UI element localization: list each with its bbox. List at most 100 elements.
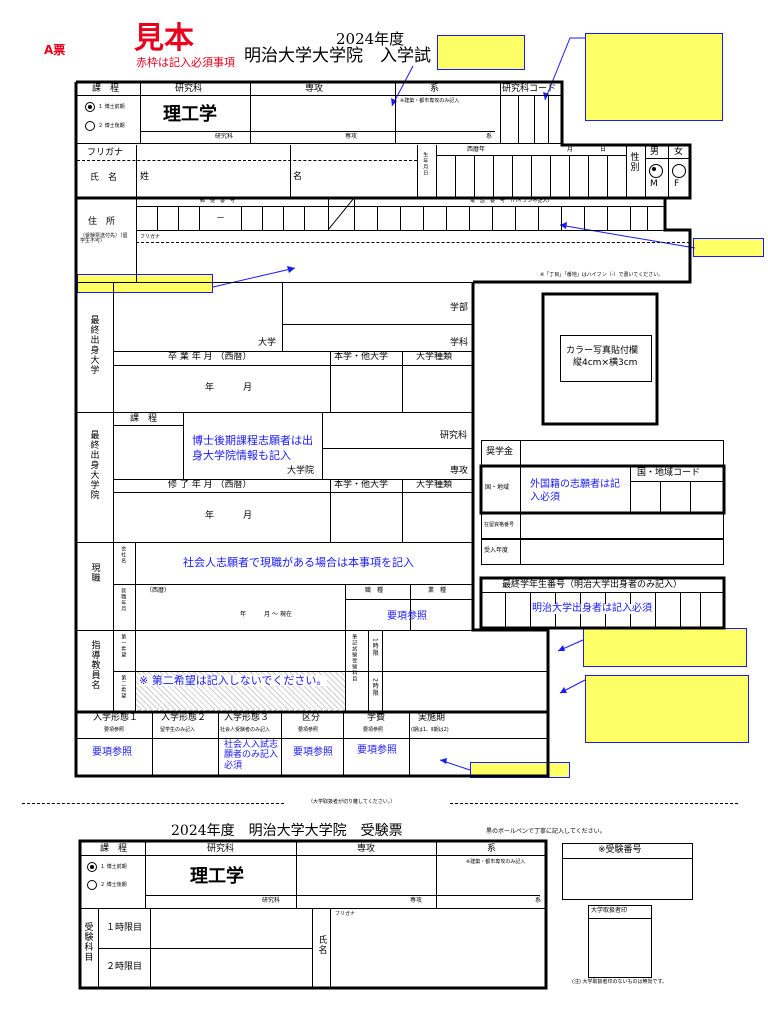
grad-major: 専攻 bbox=[450, 466, 469, 476]
univ-dept: 学科 bbox=[450, 338, 469, 348]
photo-box bbox=[560, 335, 652, 382]
univ-label: 最終出身大学 bbox=[88, 315, 99, 375]
ticket-p1: １時限目 bbox=[106, 923, 143, 933]
grad-kenkyuka: 研究科 bbox=[440, 431, 468, 441]
ticket-radio-master[interactable] bbox=[87, 862, 97, 872]
graduate-value[interactable]: 理工学 bbox=[163, 104, 217, 125]
header-code: 研究科コード bbox=[502, 84, 557, 94]
job-company: 会社名 bbox=[120, 546, 127, 564]
postal-phone-divider bbox=[328, 198, 354, 230]
bottom-s6: (期は1、Ⅱ期は2) bbox=[411, 727, 449, 733]
bottom-h1: 入学形態１ bbox=[93, 713, 139, 723]
exam-p2: 2時限 bbox=[371, 678, 379, 697]
seal-box bbox=[588, 905, 652, 978]
scholar-label: 奨学金 bbox=[486, 447, 514, 457]
bottom-v3: 社会人入試志願者のみ記入必須 bbox=[224, 740, 279, 771]
advisor-note: ※ 第二希望は記入しないでください。 bbox=[139, 674, 328, 687]
job-seireki: （西暦） bbox=[146, 587, 171, 594]
bottom-s5: 要項参照 bbox=[363, 727, 384, 733]
cut-note: （大学取扱者が切り離してください。） bbox=[308, 799, 396, 805]
birth-month-label: 月 bbox=[567, 146, 574, 153]
univ-month: 月 bbox=[243, 383, 253, 393]
bottom-s3: 社会人受験者のみ記入 bbox=[220, 727, 271, 733]
univ-grad-ym: 卒 業 年 月 （西暦） bbox=[168, 352, 252, 362]
sex-radio-male[interactable] bbox=[649, 164, 663, 178]
job-business: 業 種 bbox=[428, 587, 447, 594]
advisor-first: 第一希望 bbox=[120, 634, 127, 658]
job-position: 職 種 bbox=[365, 587, 384, 594]
bottom-s2: 留学生のみ記入 bbox=[160, 727, 196, 733]
visa-label: 在留資格番号 bbox=[484, 522, 515, 528]
visa-row bbox=[481, 513, 724, 539]
bottom-s1: 要項参照 bbox=[104, 727, 125, 733]
furigana-label: フリガナ bbox=[87, 148, 124, 158]
name-label: 氏 名 bbox=[90, 173, 118, 183]
ticket-opt1: １ 博士前期 bbox=[100, 864, 127, 870]
grad-label: 最終出身大学院 bbox=[88, 430, 99, 500]
grad-course: 課 程 bbox=[130, 414, 158, 424]
job-note: 社会人志願者で現職がある場合は本事項を記入 bbox=[183, 556, 414, 569]
postal-dash: － bbox=[216, 214, 226, 224]
grad-own-other: 本学・他大学 bbox=[334, 480, 389, 490]
photo-line1: カラー写真貼付欄 bbox=[566, 346, 639, 356]
univ-daigaku: 大学 bbox=[258, 338, 277, 348]
major-note: ※建築・都市専攻のみ記入 bbox=[400, 98, 460, 104]
birth-label: 生年月日 bbox=[422, 152, 429, 176]
bottom-v5: 要項参照 bbox=[357, 745, 397, 756]
ticket-course: 課 程 bbox=[100, 844, 128, 854]
scholarship-row bbox=[481, 440, 724, 466]
photo-line2: 縦4cm×横3cm bbox=[573, 358, 638, 368]
form-title: 明治大学大学院 入学試 bbox=[244, 46, 431, 66]
ticket-exam-label: 受験科目 bbox=[82, 922, 93, 962]
course-opt2: ２ 博士後期 bbox=[98, 123, 125, 129]
foreign-note: 外国籍の志願者は記入必須 bbox=[530, 479, 620, 503]
birth-day-label: 日 bbox=[600, 146, 607, 153]
grad-comp-ym: 修 了 年 月 （西暦） bbox=[168, 480, 252, 490]
address-note: ※「丁目」「番地」はハイフン（-）で書いてください。 bbox=[540, 272, 664, 278]
ticket-radio-doctor[interactable] bbox=[87, 880, 97, 890]
grad-note: 博士後期課程志願者は出身大学院情報も記入 bbox=[192, 434, 313, 462]
student-no-note: 明治大学出身者は記入必須 bbox=[532, 603, 652, 614]
ticket-sub-series: 系 bbox=[535, 897, 542, 904]
job-period: 就職年月 bbox=[120, 588, 127, 612]
exam-number-label: ※受験番号 bbox=[598, 845, 642, 855]
job-ref: 要項参照 bbox=[387, 611, 427, 622]
bottom-s4: 要項参照 bbox=[298, 727, 319, 733]
ticket-major-note: ※建築・都市専攻のみ記入 bbox=[466, 859, 526, 865]
ticket-graduate-value[interactable]: 理工学 bbox=[190, 866, 244, 887]
sub-series: 系 bbox=[486, 133, 493, 140]
country-code-label: 国・地域コード bbox=[637, 468, 701, 478]
ticket-series: 系 bbox=[487, 844, 497, 854]
ticket-furigana: フリガナ bbox=[335, 911, 356, 917]
ticket-sub-graduate: 研究科 bbox=[262, 897, 281, 904]
course-radio-doctor[interactable] bbox=[85, 121, 95, 131]
seal-label: 大学取扱者印 bbox=[591, 907, 628, 914]
male-label: 男 bbox=[650, 147, 660, 157]
ticket-graduate: 研究科 bbox=[207, 844, 235, 854]
ticket-foot: (注) 大学取扱者印のないものは無効です。 bbox=[572, 979, 667, 985]
form-year: 2024年度 bbox=[336, 30, 405, 48]
grad-type: 大学種類 bbox=[416, 480, 453, 490]
univ-own-other: 本学・他大学 bbox=[334, 352, 389, 362]
sex-radio-female[interactable] bbox=[672, 164, 686, 178]
sei-label: 姓 bbox=[140, 172, 150, 182]
sex-label: 性別 bbox=[628, 152, 639, 172]
job-ym: 年 月 ～ 現在 bbox=[240, 611, 292, 618]
header-graduate: 研究科 bbox=[175, 84, 203, 94]
univ-year: 年 bbox=[205, 383, 215, 393]
advisor-second: 第二希望 bbox=[120, 675, 127, 699]
ticket-name-label: 氏名 bbox=[316, 935, 327, 955]
entry-label: 受入年度 bbox=[484, 547, 509, 554]
female-label: 女 bbox=[674, 147, 684, 157]
course-radio-master[interactable] bbox=[85, 102, 95, 112]
ticket-label: A票 bbox=[44, 43, 66, 57]
univ-type: 大学種類 bbox=[416, 352, 453, 362]
bottom-v4: 要項参照 bbox=[293, 747, 333, 758]
ticket-p2: ２時限目 bbox=[106, 962, 143, 972]
required-note: 赤枠は記入必須事項 bbox=[136, 56, 235, 69]
bottom-h4: 区分 bbox=[302, 713, 321, 723]
header-course: 課 程 bbox=[92, 84, 120, 94]
callout-box-2 bbox=[585, 33, 723, 121]
male-m: M bbox=[650, 179, 658, 189]
